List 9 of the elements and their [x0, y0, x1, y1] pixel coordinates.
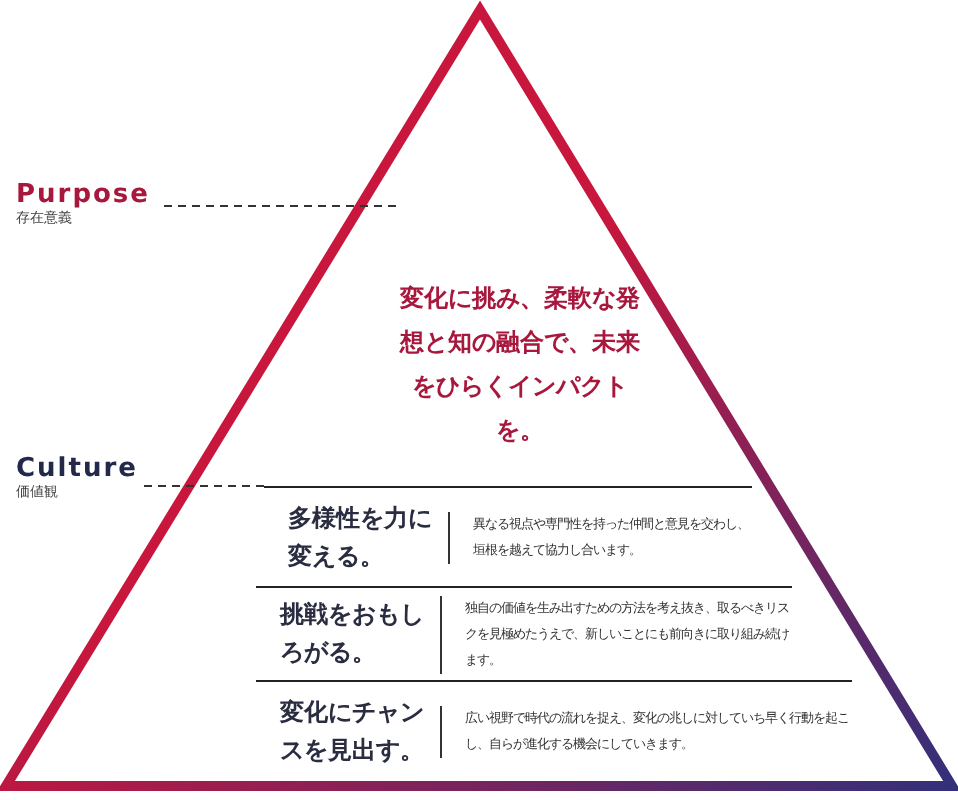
- purpose-statement: 変化に挑み、柔軟な発想と知の融合で、未来をひらくインパクトを。: [397, 282, 642, 448]
- value-heading: 変化にチャンスを見出す。: [278, 696, 426, 768]
- section-title: Culture: [16, 454, 140, 484]
- value-heading: 多様性を力に変える。: [286, 501, 434, 573]
- section-title: Purpose: [16, 180, 152, 210]
- leader-line: [143, 485, 265, 487]
- leader-line: [163, 205, 397, 207]
- value-heading: 挑戦をおもしろがる。: [277, 598, 426, 670]
- value-tier: [256, 586, 792, 680]
